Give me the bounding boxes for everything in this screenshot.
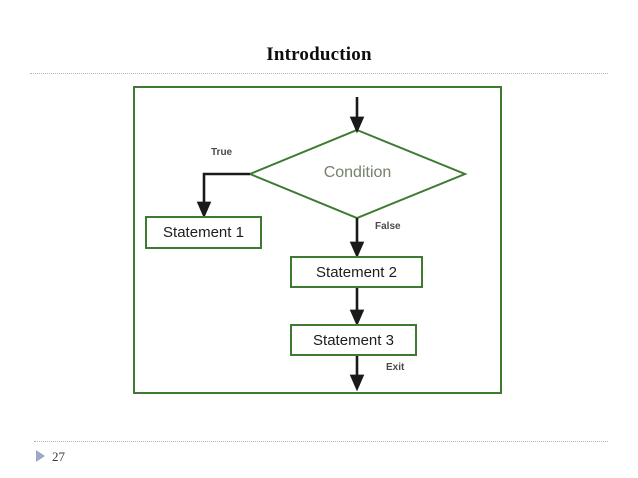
page-title: Introduction bbox=[266, 44, 372, 65]
title-divider bbox=[30, 73, 608, 74]
edge-label-false: False bbox=[375, 221, 401, 232]
page-number: 27 bbox=[52, 449, 65, 464]
edge-label-true: True bbox=[211, 147, 233, 158]
decision-label: Condition bbox=[323, 164, 392, 181]
process-box-statement-3: Statement 3 bbox=[290, 324, 417, 356]
process-box-statement-1: Statement 1 bbox=[145, 216, 262, 249]
edge-label-exit: Exit bbox=[386, 362, 405, 373]
footer-divider bbox=[34, 441, 608, 442]
process-box-statement-2: Statement 2 bbox=[290, 256, 423, 288]
triangle-right-icon bbox=[36, 450, 45, 462]
